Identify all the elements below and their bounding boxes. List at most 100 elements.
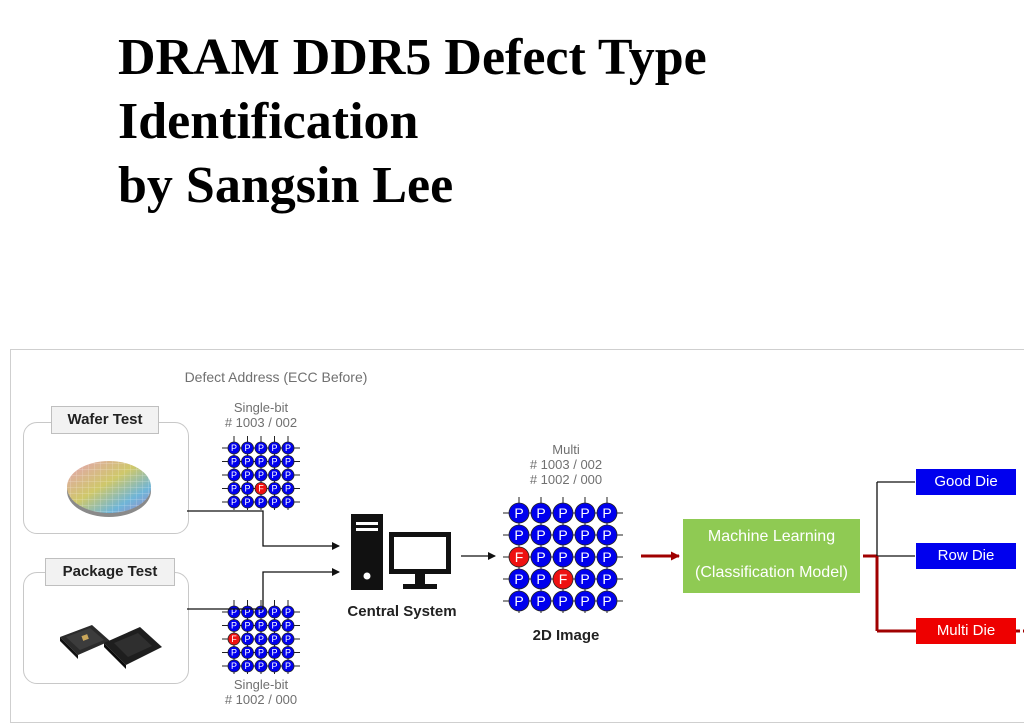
package-bitmap-pass-cell: P xyxy=(268,646,281,659)
package-bitmap-pass-cell: P xyxy=(227,619,241,632)
wafer-bitmap-fail-cell: F xyxy=(254,482,268,495)
svg-text:P: P xyxy=(271,648,277,658)
svg-text:P: P xyxy=(536,505,545,521)
wafer-bitmap-pass-cell: P xyxy=(227,495,241,509)
image-2d-label: 2D Image xyxy=(532,627,600,644)
svg-text:P: P xyxy=(580,549,589,565)
package-bitmap-pass-cell: P xyxy=(241,659,254,673)
package-bitmap-pass-cell: P xyxy=(241,646,254,659)
svg-text:P: P xyxy=(558,527,567,543)
package-bitmap-address: # 1002 / 000 xyxy=(224,692,298,707)
svg-text:P: P xyxy=(536,571,545,587)
central-system-label: Central System xyxy=(347,603,457,620)
good-die-badge: Good Die xyxy=(916,469,1016,495)
svg-text:P: P xyxy=(580,527,589,543)
defect-address-label: Defect Address (ECC Before) xyxy=(184,369,368,385)
ml-label-line-2: (Classification Model) xyxy=(695,564,848,581)
svg-text:P: P xyxy=(258,457,264,467)
wafer-bitmap-pass-cell: P xyxy=(227,441,241,455)
svg-text:F: F xyxy=(258,484,264,494)
svg-text:P: P xyxy=(231,497,237,507)
svg-text:P: P xyxy=(514,505,523,521)
svg-text:P: P xyxy=(285,648,291,658)
machine-learning-box: Machine Learning (Classification Model) xyxy=(683,519,860,593)
svg-text:P: P xyxy=(244,648,250,658)
svg-text:P: P xyxy=(285,457,291,467)
svg-text:P: P xyxy=(258,607,264,617)
svg-text:P: P xyxy=(285,443,291,453)
svg-text:P: P xyxy=(258,634,264,644)
image-2d-pass-cell: P xyxy=(508,568,530,590)
wafer-bitmap-pass-cell: P xyxy=(254,441,268,455)
image-2d-pass-cell: P xyxy=(530,524,552,546)
image-2d-pass-cell: P xyxy=(552,590,574,612)
wafer-icon xyxy=(67,461,151,517)
svg-text:F: F xyxy=(515,549,524,565)
image-2d-pass-cell: P xyxy=(530,502,552,524)
svg-text:P: P xyxy=(602,527,611,543)
svg-text:P: P xyxy=(580,505,589,521)
package-bitmap-pass-cell: P xyxy=(254,619,268,632)
row-die-badge: Row Die xyxy=(916,543,1016,569)
svg-text:P: P xyxy=(536,527,545,543)
page-title: DRAM DDR5 Defect Type Identification by … xyxy=(118,26,707,218)
image-2d-fail-cell: F xyxy=(552,568,574,590)
package-bitmap-fail-cell: F xyxy=(227,632,241,646)
image-2d-pass-cell: P xyxy=(552,502,574,524)
package-test-card xyxy=(23,572,189,684)
svg-text:P: P xyxy=(231,457,237,467)
svg-text:P: P xyxy=(258,661,264,671)
package-bitmap-pass-cell: P xyxy=(281,646,295,659)
wafer-bitmap-pass-cell: P xyxy=(268,441,281,455)
svg-text:P: P xyxy=(231,648,237,658)
package-test-label: Package Test xyxy=(45,558,175,586)
package-bitmap-title: Single-bit xyxy=(233,677,289,692)
package-bitmap-pass-cell: P xyxy=(254,659,268,673)
svg-text:P: P xyxy=(536,593,545,609)
wafer-bitmap-pass-cell: P xyxy=(281,441,295,455)
wafer-bitmap-pass-cell: P xyxy=(227,468,241,482)
svg-text:P: P xyxy=(285,634,291,644)
wafer-bitmap-pass-cell: P xyxy=(268,495,281,509)
wafer-bitmap-pass-cell: P xyxy=(254,455,268,468)
package-bitmap-pass-cell: P xyxy=(268,619,281,632)
wafer-to-central-arrow xyxy=(187,510,340,550)
svg-text:P: P xyxy=(244,484,250,494)
svg-text:P: P xyxy=(231,470,237,480)
package-bitmap-pass-cell: P xyxy=(281,605,295,619)
svg-text:P: P xyxy=(271,484,277,494)
image-multi-title: Multi xyxy=(552,442,580,457)
wafer-bitmap-pass-cell: P xyxy=(268,482,281,495)
svg-text:P: P xyxy=(258,497,264,507)
svg-text:P: P xyxy=(244,470,250,480)
wafer-bitmap-pass-cell: P xyxy=(241,468,254,482)
connector-lines xyxy=(187,481,1024,633)
wafer-bitmap-pass-cell: P xyxy=(241,482,254,495)
svg-text:P: P xyxy=(271,607,277,617)
svg-text:P: P xyxy=(602,549,611,565)
svg-text:P: P xyxy=(271,497,277,507)
svg-text:P: P xyxy=(271,621,277,631)
svg-text:P: P xyxy=(514,527,523,543)
wafer-bitmap-pass-cell: P xyxy=(268,455,281,468)
image-2d-pass-cell: P xyxy=(552,546,574,568)
package-bitmap-pass-cell: P xyxy=(281,619,295,632)
svg-text:P: P xyxy=(244,457,250,467)
image-2d-pass-cell: P xyxy=(574,590,596,612)
image-2d-fail-cell: F xyxy=(508,546,530,568)
ml-label-line-1: Machine Learning xyxy=(707,528,836,545)
svg-text:P: P xyxy=(244,661,250,671)
package-bitmap-pass-cell: P xyxy=(268,605,281,619)
svg-text:P: P xyxy=(285,484,291,494)
package-chip-icon xyxy=(60,625,162,669)
svg-text:P: P xyxy=(536,549,545,565)
multi-die-badge: Multi Die xyxy=(916,618,1016,644)
diagram-panel: Defect Address (ECC Before) Wafer Test xyxy=(10,349,1024,723)
svg-text:P: P xyxy=(258,443,264,453)
wafer-test-card xyxy=(23,422,189,534)
wafer-bitmap-pass-cell: P xyxy=(241,495,254,509)
wafer-bitmap-address: # 1003 / 002 xyxy=(224,415,298,430)
package-bitmap-pass-cell: P xyxy=(241,619,254,632)
